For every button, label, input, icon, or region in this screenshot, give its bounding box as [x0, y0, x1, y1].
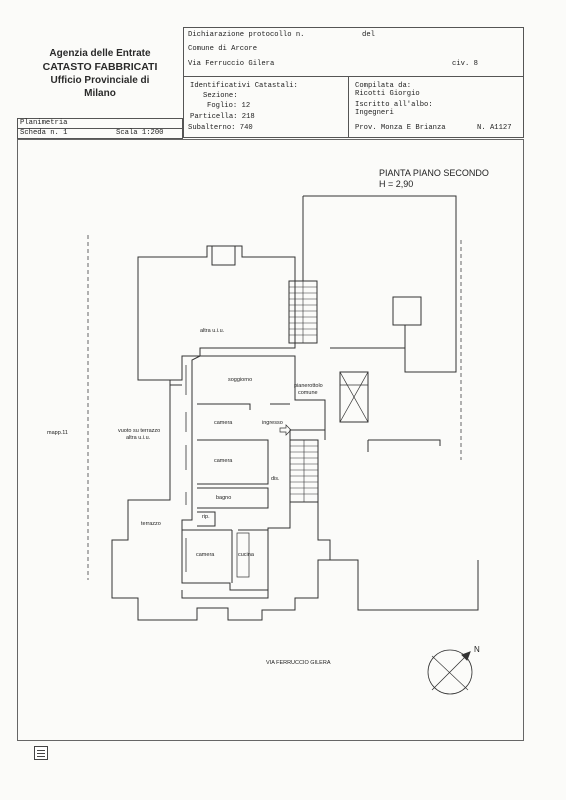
label-cucina: cucina: [238, 552, 255, 558]
label-disimpegno: dis.: [271, 476, 280, 482]
comune-label: Comune di Arcore: [188, 45, 258, 53]
header-divider-2: [348, 76, 349, 138]
label-camera-2: camera: [214, 458, 233, 464]
civico-label: civ. 8: [452, 60, 478, 68]
label-camera-1: camera: [214, 420, 233, 426]
altezza-label: H = 2,90: [379, 179, 413, 189]
iscritto-label: Iscritto all'albo:: [355, 101, 433, 109]
scheda-label: Scheda n. 1: [20, 129, 68, 137]
label-ripostiglio: rip.: [202, 514, 210, 520]
office-city: Milano: [84, 88, 116, 99]
identificativi-label: Identificativi Catastali:: [190, 82, 298, 90]
north-label: N: [474, 645, 480, 654]
planimetria-title: Planimetria: [20, 119, 68, 127]
pianta-title: PIANTA PIANO SECONDO: [379, 168, 489, 178]
drawing-frame: [17, 139, 524, 741]
scala-label: Scala 1:200: [116, 129, 164, 137]
dichiarazione-label: Dichiarazione protocollo n.: [188, 31, 305, 39]
label-bagno: bagno: [216, 495, 231, 501]
label-pianerottolo: pianerottolo: [294, 383, 323, 389]
provincia-label: Prov. Monza E Brianza: [355, 124, 446, 132]
label-camera-3: camera: [196, 552, 215, 558]
agency-block: Agenzia delle Entrate CATASTO FABBRICATI…: [20, 48, 180, 99]
compilata-label: Compilata da:: [355, 82, 412, 90]
albo-value: Ingegneri: [355, 109, 394, 117]
label-comune: comune: [298, 390, 318, 396]
compilatore-name: Ricotti Giorgio: [355, 90, 420, 98]
header-table: [183, 27, 524, 138]
sezione-label: Sezione:: [203, 92, 238, 100]
document-list-icon[interactable]: [34, 746, 48, 760]
label-soggiorno: soggiorno: [228, 377, 252, 383]
label-vuoto-1: vuoto su terrazzo: [118, 428, 160, 434]
foglio-label: Foglio: 12: [207, 102, 251, 110]
subalterno-label: Subalterno: 740: [188, 124, 253, 132]
del-label: del: [362, 31, 375, 39]
label-altra-uiu: altra u.i.u.: [200, 328, 225, 334]
agency-name: Agenzia delle Entrate: [49, 48, 151, 59]
label-mappale: mapp.11: [47, 430, 68, 436]
office-label: Ufficio Provinciale di: [50, 75, 150, 86]
label-ingresso: ingresso: [262, 420, 283, 426]
header-divider-1: [183, 76, 524, 77]
label-terrazzo: terrazzo: [141, 521, 161, 527]
catasto-title: CATASTO FABBRICATI: [42, 61, 158, 73]
particella-label: Particella: 218: [190, 113, 255, 121]
numero-label: N. A1127: [477, 124, 512, 132]
label-via: VIA FERRUCCIO GILERA: [266, 660, 331, 666]
label-vuoto-2: altra u.i.u.: [126, 435, 151, 441]
via-label: Via Ferruccio Gilera: [188, 60, 275, 68]
planimetria-divider: [17, 128, 183, 129]
